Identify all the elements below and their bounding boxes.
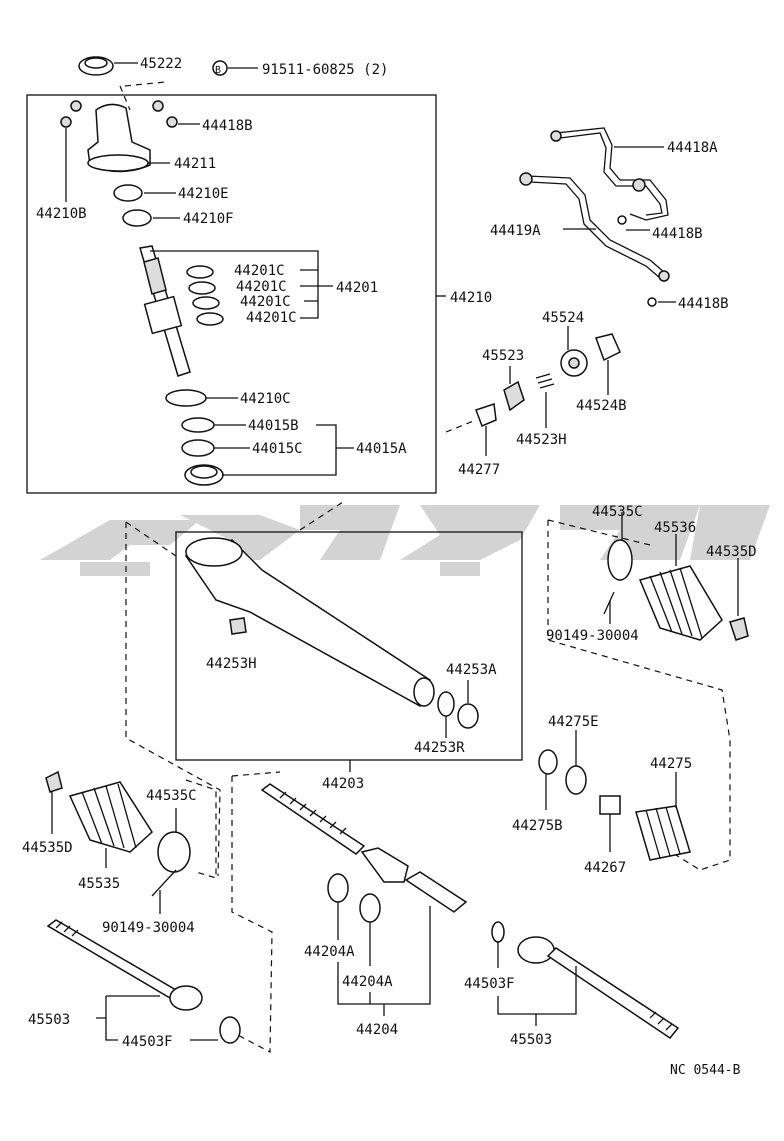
label-45524: 45524 bbox=[542, 310, 584, 326]
label-44210: 44210 bbox=[450, 290, 492, 306]
label-90149-a: 90149-30004 bbox=[546, 628, 639, 644]
label-45535: 45535 bbox=[78, 876, 120, 892]
label-44015B: 44015B bbox=[248, 418, 299, 434]
pinion-shaft-44201 bbox=[139, 245, 191, 377]
boot-45535 bbox=[68, 781, 153, 853]
watermark-logo bbox=[40, 505, 770, 576]
bolt-marker-letter: B bbox=[215, 65, 221, 76]
label-44201C-4: 44201C bbox=[246, 310, 297, 326]
label-91511: 91511-60825 (2) bbox=[262, 62, 388, 78]
label-44535D-b: 44535D bbox=[22, 840, 73, 856]
label-44210B: 44210B bbox=[36, 206, 87, 222]
label-44277: 44277 bbox=[458, 462, 500, 478]
label-44201: 44201 bbox=[336, 280, 378, 296]
housing-44203-frame bbox=[175, 531, 523, 761]
label-44503F-b: 44503F bbox=[464, 976, 515, 992]
ring-44204A-1 bbox=[327, 873, 349, 903]
clamp-44535C bbox=[607, 539, 633, 581]
bushing-44253H bbox=[229, 617, 247, 635]
rack-housing-44203 bbox=[184, 537, 435, 708]
pipe-44418A bbox=[550, 127, 669, 221]
label-45523: 45523 bbox=[482, 348, 524, 364]
label-44275E: 44275E bbox=[548, 714, 599, 730]
label-44275: 44275 bbox=[650, 756, 692, 772]
nut-icon bbox=[70, 100, 82, 112]
clamp-44535D bbox=[729, 617, 749, 641]
seal-44210F bbox=[122, 209, 152, 227]
seat-44277 bbox=[475, 402, 497, 427]
tie-rod-45503-left bbox=[46, 919, 203, 1011]
label-44210F: 44210F bbox=[183, 211, 234, 227]
bushing-44267 bbox=[599, 795, 621, 815]
boot-45536 bbox=[638, 565, 723, 641]
label-44210E: 44210E bbox=[178, 186, 229, 202]
label-44203: 44203 bbox=[322, 776, 364, 792]
label-44267: 44267 bbox=[584, 860, 626, 876]
label-44418B-b: 44418B bbox=[652, 226, 703, 242]
washer-44503F-right bbox=[491, 921, 505, 943]
housing-44211 bbox=[87, 103, 151, 173]
guide-45523 bbox=[503, 380, 525, 412]
label-44275B: 44275B bbox=[512, 818, 563, 834]
assembly-44210-frame bbox=[26, 94, 437, 494]
label-44015A: 44015A bbox=[356, 441, 407, 457]
label-45503-a: 45503 bbox=[28, 1012, 70, 1028]
boot-44275 bbox=[635, 805, 691, 861]
nut-44524B bbox=[595, 333, 621, 362]
label-44201C-3: 44201C bbox=[240, 294, 291, 310]
label-44253R: 44253R bbox=[414, 740, 465, 756]
label-44418B-a: 44418B bbox=[202, 118, 253, 134]
rack-44204 bbox=[260, 783, 468, 913]
tie-rod-45503-right bbox=[517, 936, 680, 1040]
clamp-44535D-b bbox=[45, 770, 63, 793]
label-45503-b: 45503 bbox=[510, 1032, 552, 1048]
label-45536: 45536 bbox=[654, 520, 696, 536]
clamp-44535C-b bbox=[157, 831, 191, 873]
label-90149-b: 90149-30004 bbox=[102, 920, 195, 936]
seal-44275E bbox=[565, 765, 587, 795]
spring-44523H bbox=[535, 373, 555, 389]
label-44535C-b: 44535C bbox=[146, 788, 197, 804]
label-44523H: 44523H bbox=[516, 432, 567, 448]
label-44535D: 44535D bbox=[706, 544, 757, 560]
label-44210C: 44210C bbox=[240, 391, 291, 407]
wire-90149-b bbox=[151, 869, 177, 897]
seal-44210E bbox=[113, 184, 143, 202]
label-44204A-1: 44204A bbox=[304, 944, 355, 960]
label-44204: 44204 bbox=[356, 1022, 398, 1038]
label-44535C-a: 44535C bbox=[592, 504, 643, 520]
label-44204A-2: 44204A bbox=[342, 974, 393, 990]
label-44211: 44211 bbox=[174, 156, 216, 172]
diagram-code: NC 0544-B bbox=[670, 1063, 741, 1078]
label-44503F-a: 44503F bbox=[122, 1034, 173, 1050]
label-44418B-c: 44418B bbox=[678, 296, 729, 312]
label-44253A: 44253A bbox=[446, 662, 497, 678]
label-44201C-2: 44201C bbox=[236, 279, 287, 295]
bushing-44275B bbox=[538, 749, 558, 775]
label-45222: 45222 bbox=[140, 56, 182, 72]
pipe-44419A bbox=[519, 172, 670, 282]
label-44419A: 44419A bbox=[490, 223, 541, 239]
label-44253H: 44253H bbox=[206, 656, 257, 672]
label-44418A: 44418A bbox=[667, 140, 718, 156]
washer-44503F-left bbox=[219, 1016, 241, 1044]
label-44015C: 44015C bbox=[252, 441, 303, 457]
plug-45524 bbox=[560, 349, 588, 377]
wire-90149-a bbox=[603, 591, 615, 615]
label-44201C-1: 44201C bbox=[234, 263, 285, 279]
label-44524B: 44524B bbox=[576, 398, 627, 414]
ring-44204A-2 bbox=[359, 893, 381, 923]
bolt-marker bbox=[212, 60, 228, 76]
